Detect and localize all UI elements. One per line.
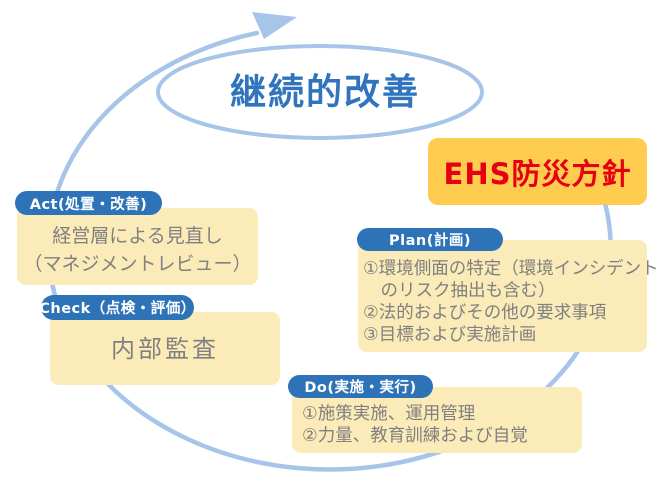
do-line-1: ①施策実施、運用管理: [302, 404, 476, 424]
policy-label: EHS防災方針: [443, 156, 632, 191]
cycle-arc: [46, 30, 613, 472]
act-step-box: 経営層による見直し （マネジメントレビュー）: [17, 208, 258, 285]
check-line-1: 内部監査: [111, 335, 219, 363]
do-line-2: ②力量、教育訓練および自覚: [302, 426, 528, 446]
act-line-1: 経営層による見直し: [52, 225, 223, 247]
do-step-box: ①施策実施、運用管理 ②力量、教育訓練および自覚: [292, 387, 582, 453]
plan-step-box: ①環境側面の特定（環境インシデント のリスク抽出も含む） ②法的およびその他の要…: [358, 240, 659, 352]
cycle-title: 継続的改善: [229, 72, 420, 113]
cycle-arrowhead-icon: [252, 12, 297, 39]
act-line-2: （マネジメントレビュー）: [23, 253, 252, 275]
do-step-label: Do(実施・実行): [288, 375, 433, 398]
plan-line-3: ②法的およびその他の要求事項: [363, 303, 607, 323]
check-step-label: Check（点検・評価）: [39, 295, 195, 320]
plan-line-1: ①環境側面の特定（環境インシデント: [363, 259, 659, 279]
plan-step-label: Plan(計画): [357, 228, 503, 251]
check-step-box: 内部監査: [50, 312, 280, 385]
improvement-ellipse: [156, 44, 484, 140]
act-step-label: Act(処置・改善): [15, 191, 162, 215]
plan-line-4: ③目標および実施計画: [363, 325, 537, 345]
policy-box: EHS防災方針: [428, 138, 647, 205]
plan-line-2: のリスク抽出も含む）: [363, 281, 556, 301]
